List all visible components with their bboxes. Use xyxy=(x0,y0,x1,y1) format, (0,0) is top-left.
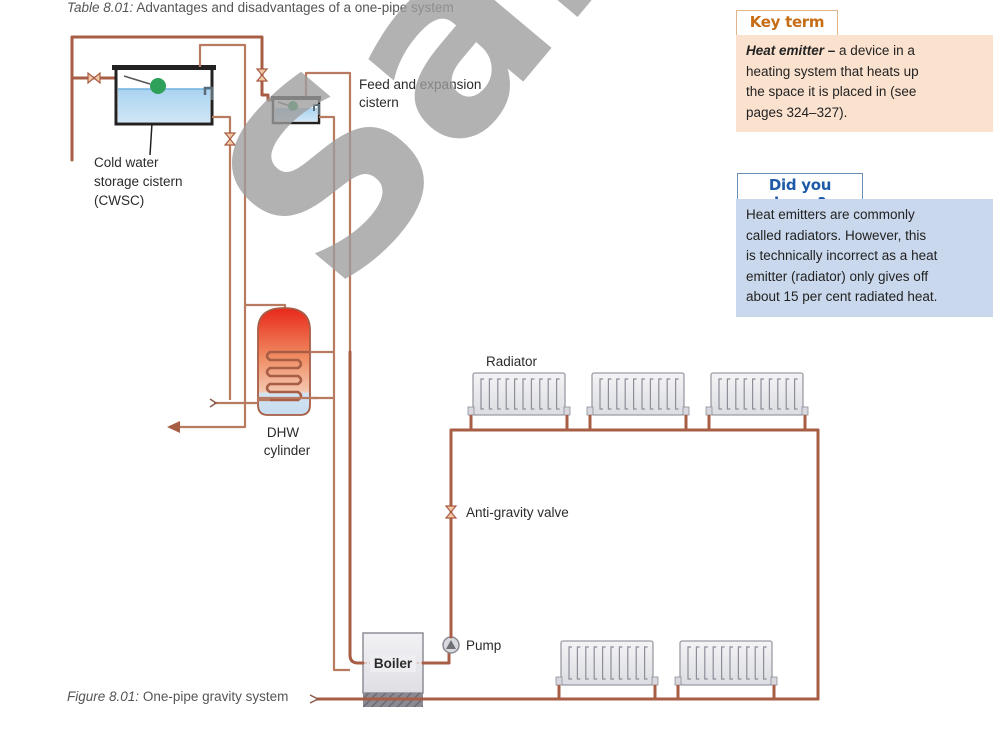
radiator-valve-icon xyxy=(674,676,682,686)
radiator-valve-icon xyxy=(705,406,713,416)
radiator xyxy=(555,640,659,699)
did-you-know-line1: Heat emitters are commonly xyxy=(746,207,915,222)
radiator xyxy=(705,372,809,430)
radiator-valve-icon xyxy=(651,676,659,686)
cwsc-leader-line xyxy=(149,122,153,156)
figure-caption: Figure 8.01: One-pipe gravity system xyxy=(67,689,288,704)
radiators xyxy=(467,372,809,699)
did-you-know-line2: called radiators. However, this xyxy=(746,227,927,243)
fe-inlet-valve xyxy=(255,68,269,82)
boiler-flow-pipe xyxy=(348,350,365,665)
cwsc-vent-pipe xyxy=(198,43,287,311)
radiator-valve-icon xyxy=(467,406,475,416)
float-ball-icon xyxy=(150,78,166,94)
cold-water-storage-cistern xyxy=(112,65,216,126)
boiler-label: Boiler xyxy=(374,656,413,671)
dhw-label-line1: DHW xyxy=(267,425,299,440)
cold-feed-valve xyxy=(223,132,237,146)
key-term-word: Heat emitter xyxy=(746,43,825,58)
key-term-line2: heating system that heats up xyxy=(746,63,919,79)
float-ball-icon xyxy=(288,101,298,111)
did-you-know-line5: about 15 per cent radiated heat. xyxy=(746,289,938,304)
radiator-valve-icon xyxy=(563,406,571,416)
anti-gravity-valve-label: Anti-gravity valve xyxy=(466,505,569,520)
boiler xyxy=(362,632,424,707)
pump-to-boiler-pipe xyxy=(421,648,451,665)
pump-label: Pump xyxy=(466,638,501,653)
dhw-label-line2: cylinder xyxy=(264,443,311,458)
radiator-valve-icon xyxy=(586,406,594,416)
did-you-know-line4: emitter (radiator) only gives off xyxy=(746,268,929,284)
cwsc-label-line2: storage cistern xyxy=(94,174,183,189)
key-term-dash: – xyxy=(824,43,840,58)
open-vent-pipe xyxy=(304,71,352,352)
radiator-label: Radiator xyxy=(486,354,538,369)
inlet-valve xyxy=(87,71,101,85)
hot-water-draw-off-pipe xyxy=(180,305,247,429)
heating-coil-icon xyxy=(265,350,310,402)
pump-icon xyxy=(446,640,456,649)
heating-circuit-flow xyxy=(449,428,820,701)
radiator-valve-icon xyxy=(801,406,809,416)
radiator-valve-icon xyxy=(770,676,778,686)
dhw-cylinder xyxy=(257,307,311,416)
feed-and-expansion-cistern xyxy=(271,96,321,125)
radiator-valve-icon xyxy=(555,676,563,686)
key-term-box: Heat emitter – a device in a heating sys… xyxy=(736,35,993,132)
draw-off-arrow-icon xyxy=(167,421,180,433)
cwsc-label-line3: (CWSC) xyxy=(94,193,144,208)
rising-main-pipe xyxy=(70,35,287,162)
radiator xyxy=(467,372,571,430)
drain-valve-icon xyxy=(309,694,320,704)
primary-return-pipe xyxy=(256,396,318,402)
fe-cistern-label-line1: Feed and expansion xyxy=(359,77,481,92)
did-you-know-tab: Did you know? xyxy=(737,173,863,212)
key-term-line4: pages 324–327). xyxy=(746,104,848,120)
did-you-know-box: Heat emitters are commonly called radiat… xyxy=(736,199,993,317)
radiator-valve-icon xyxy=(682,406,690,416)
key-term-line1-rest: a device in a xyxy=(839,43,915,58)
key-term-line1: Heat emitter – a device in a xyxy=(746,41,983,62)
radiator xyxy=(674,640,778,699)
fe-cistern-label-line2: cistern xyxy=(359,95,399,110)
key-term-line3: the space it is placed in (see xyxy=(746,84,917,99)
cwsc-label-line1: Cold water xyxy=(94,155,159,170)
did-you-know-line3: is technically incorrect as a heat xyxy=(746,248,938,263)
cwsc-cold-feed-pipe xyxy=(212,115,232,400)
anti-gravity-valve xyxy=(444,505,458,519)
drain-cock-icon xyxy=(209,398,218,408)
radiator xyxy=(586,372,690,430)
table-caption: Table 8.01: Advantages and disadvantages… xyxy=(67,0,454,15)
key-term-tab: Key term xyxy=(736,10,838,36)
pump xyxy=(442,636,460,654)
